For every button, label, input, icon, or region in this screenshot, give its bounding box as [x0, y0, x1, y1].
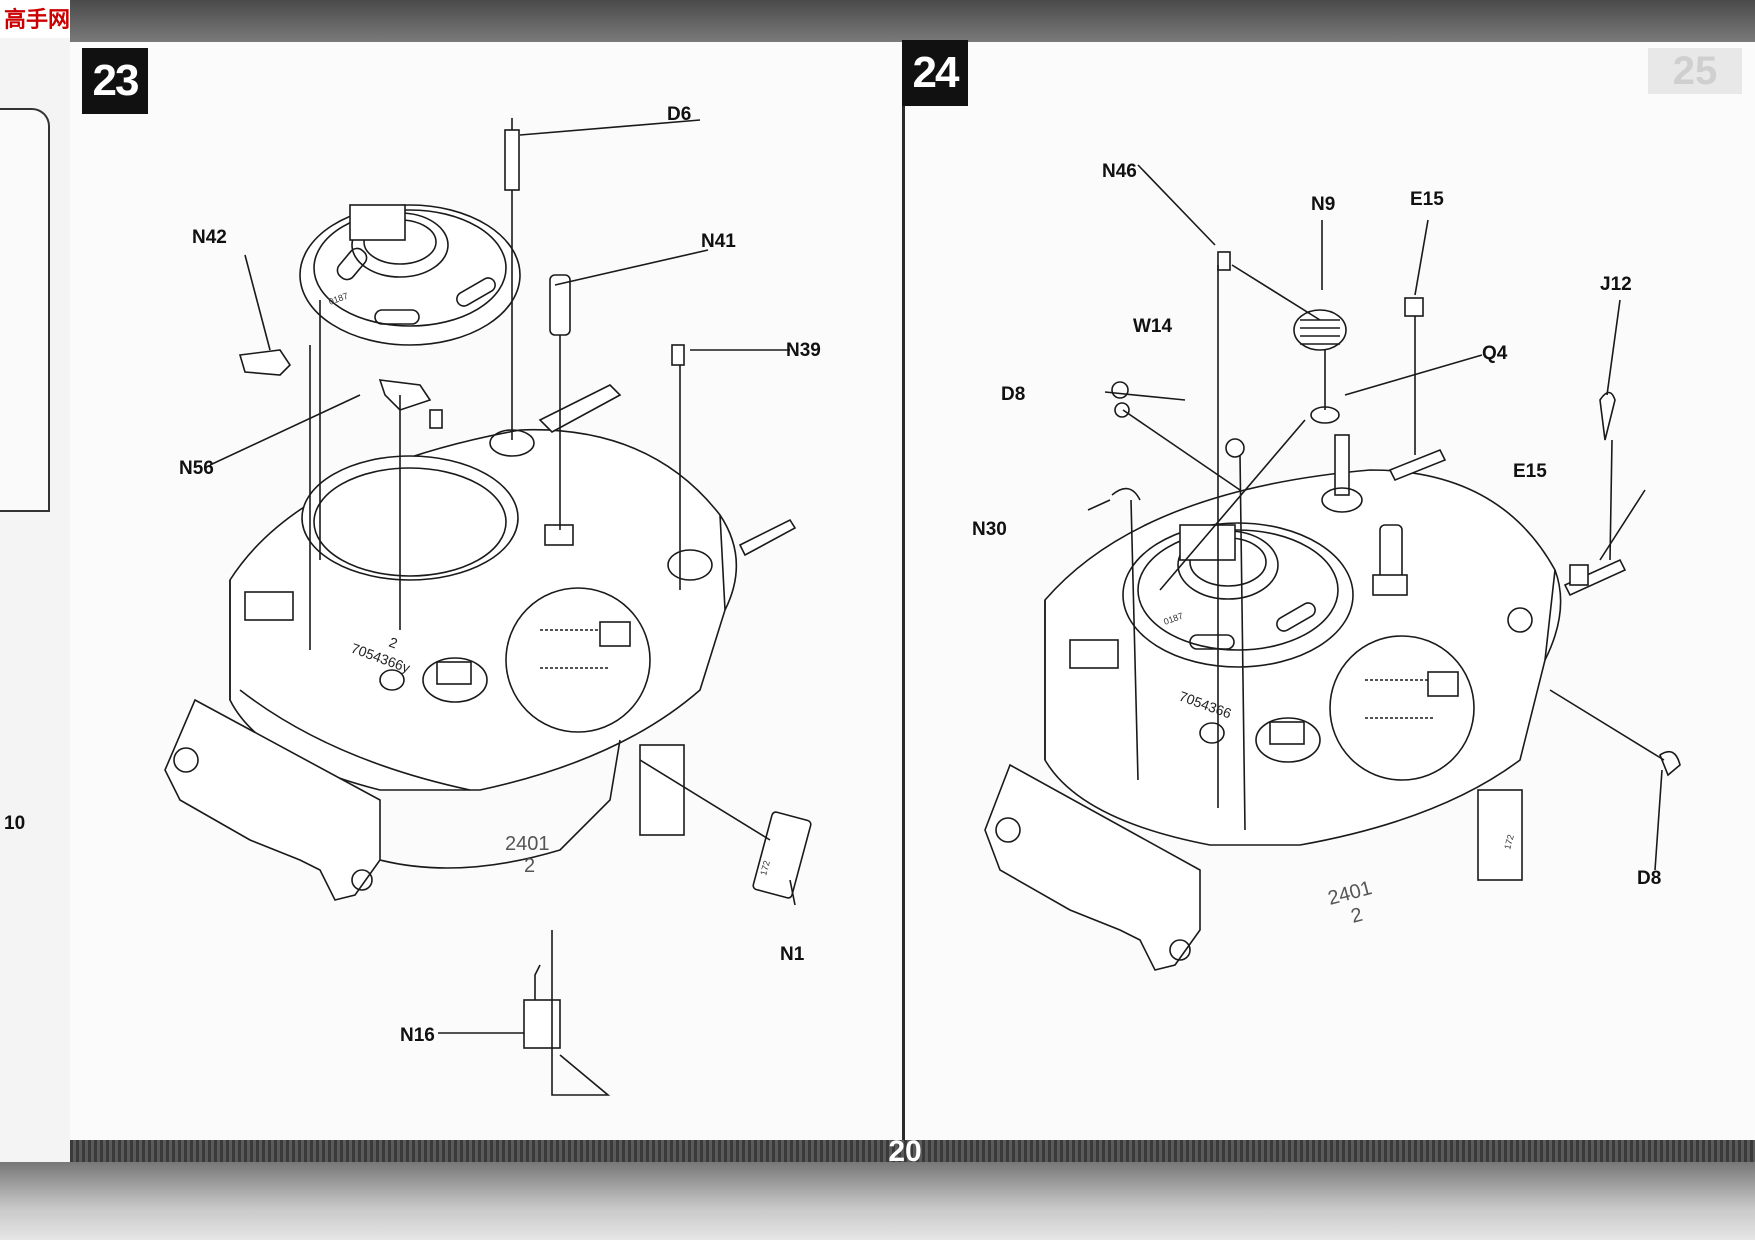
previous-page-number: 10 — [4, 813, 26, 834]
label-n1: N1 — [780, 944, 805, 965]
cupola-marking-0187-24: 0187 — [1162, 611, 1184, 627]
label-n39: N39 — [786, 340, 821, 361]
label-n46: N46 — [1102, 161, 1137, 182]
hull-marking-2401-24: 2401 — [1326, 877, 1375, 910]
scan-top-edge — [0, 0, 1755, 42]
label-n42: N42 — [192, 227, 227, 248]
ghost-step-number: 25 — [1648, 48, 1742, 94]
part-marking-172: 172 — [758, 859, 772, 876]
step-24-hull-diagram — [984, 164, 1681, 971]
hull-marking-2401: 2401 — [505, 833, 550, 855]
step-badge-24: 24 — [902, 40, 968, 106]
hull-marking-2: 2 — [524, 855, 535, 877]
label-e15-top: E15 — [1410, 189, 1444, 210]
watermark-logo-text: 高手网 — [4, 7, 71, 32]
previous-page-tab — [0, 108, 50, 512]
label-j12: J12 — [1600, 274, 1632, 295]
hull-marking-2-24: 2 — [1349, 904, 1365, 928]
step-23-hull-diagram — [164, 118, 812, 1096]
scan-bottom-edge — [0, 1162, 1755, 1240]
label-d8-right: D8 — [1637, 868, 1661, 889]
label-e15-right: E15 — [1513, 461, 1547, 482]
previous-page-edge: 10 — [0, 38, 73, 1168]
label-w14: W14 — [1133, 316, 1173, 337]
watermark-logo: 高手网 — [0, 0, 70, 38]
label-n41: N41 — [701, 231, 736, 252]
label-n56: N56 — [179, 458, 214, 479]
label-n30: N30 — [972, 519, 1007, 540]
part-marking-172-24: 172 — [1502, 833, 1516, 850]
page-gutter — [902, 42, 905, 1162]
label-n9: N9 — [1311, 194, 1335, 215]
label-q4: Q4 — [1482, 343, 1508, 364]
step-badge-23: 23 — [82, 48, 148, 114]
label-d8-left: D8 — [1001, 384, 1025, 405]
footer-bar — [70, 1140, 1755, 1166]
hull-marking-serial-24: 7054366 — [1177, 688, 1234, 722]
label-n16: N16 — [400, 1025, 435, 1046]
label-d6: D6 — [667, 104, 691, 125]
